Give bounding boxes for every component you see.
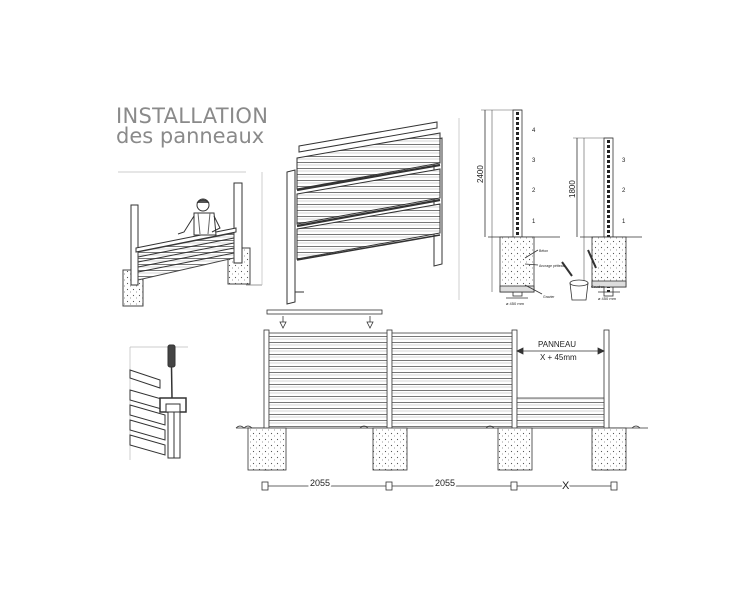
short-post-height-label: 1800 xyxy=(568,180,577,198)
isometric-panel-illustration xyxy=(261,121,443,305)
post-section-labels: 2400 4 3 2 1 ø 450 mm 1800 3 2 1 ø 450 m… xyxy=(476,128,626,306)
tall-post-marker-4: 4 xyxy=(532,128,536,134)
bucket-label: Goudron xyxy=(591,285,605,289)
fence-elevation xyxy=(235,309,648,491)
elevation-labels: PANNEAU X + 45mm 2055 2055 X xyxy=(308,340,577,494)
title-line-1: INSTALLATION xyxy=(116,104,269,128)
title-line-2: des panneaux xyxy=(116,124,265,148)
post-section-drawings xyxy=(458,109,642,301)
dimension-2055-right: 2055 xyxy=(435,478,455,488)
tall-post-depth-label: ø 450 mm xyxy=(506,301,525,306)
tall-post-marker-3: 3 xyxy=(532,158,536,164)
dimension-x: X xyxy=(562,480,570,492)
short-post-marker-1: 1 xyxy=(622,219,626,225)
worker-install-illustration xyxy=(118,171,262,307)
screw-detail-illustration xyxy=(129,344,188,460)
dimension-2055-left: 2055 xyxy=(310,478,330,488)
tall-post-marker-1: 1 xyxy=(532,219,536,225)
callout-beton: Béton xyxy=(539,249,548,253)
tall-post-marker-2: 2 xyxy=(532,188,536,194)
callout-ancrage: Ancrage pétteau xyxy=(539,264,565,268)
tall-post-height-label: 2400 xyxy=(476,165,485,183)
callout-gravier: Gravier xyxy=(543,295,555,299)
short-post-marker-3: 3 xyxy=(622,158,626,164)
panel-note-line-1: PANNEAU xyxy=(538,340,576,349)
short-post-marker-2: 2 xyxy=(622,188,626,194)
short-post-depth-label: ø 450 mm xyxy=(598,296,617,301)
panel-note-line-2: X + 45mm xyxy=(540,353,577,362)
